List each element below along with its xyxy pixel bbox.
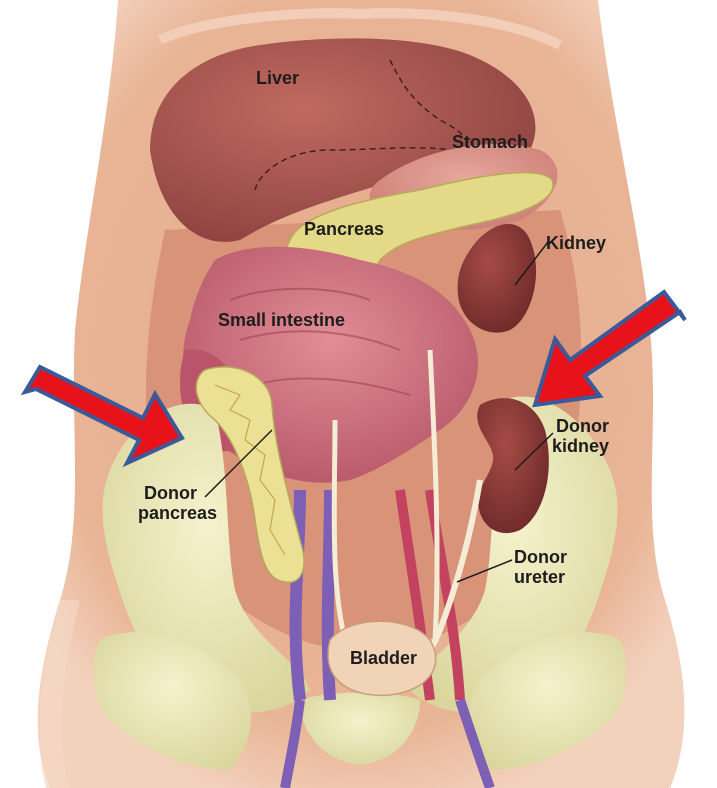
label-donor-pancreas-line1: Donor <box>144 483 197 503</box>
label-donor-pancreas-line2: pancreas <box>138 503 217 523</box>
label-donor-kidney-line1: Donor <box>556 416 609 436</box>
label-bladder: Bladder <box>350 648 417 668</box>
label-liver: Liver <box>256 68 299 88</box>
label-kidney: Kidney <box>546 233 606 253</box>
label-donor-kidney-line2: kidney <box>552 436 609 456</box>
label-stomach: Stomach <box>452 132 528 152</box>
label-donor-ureter-line2: ureter <box>514 567 565 587</box>
label-pancreas: Pancreas <box>304 219 384 239</box>
label-small-intestine: Small intestine <box>218 310 345 330</box>
label-donor-ureter-line1: Donor <box>514 547 567 567</box>
